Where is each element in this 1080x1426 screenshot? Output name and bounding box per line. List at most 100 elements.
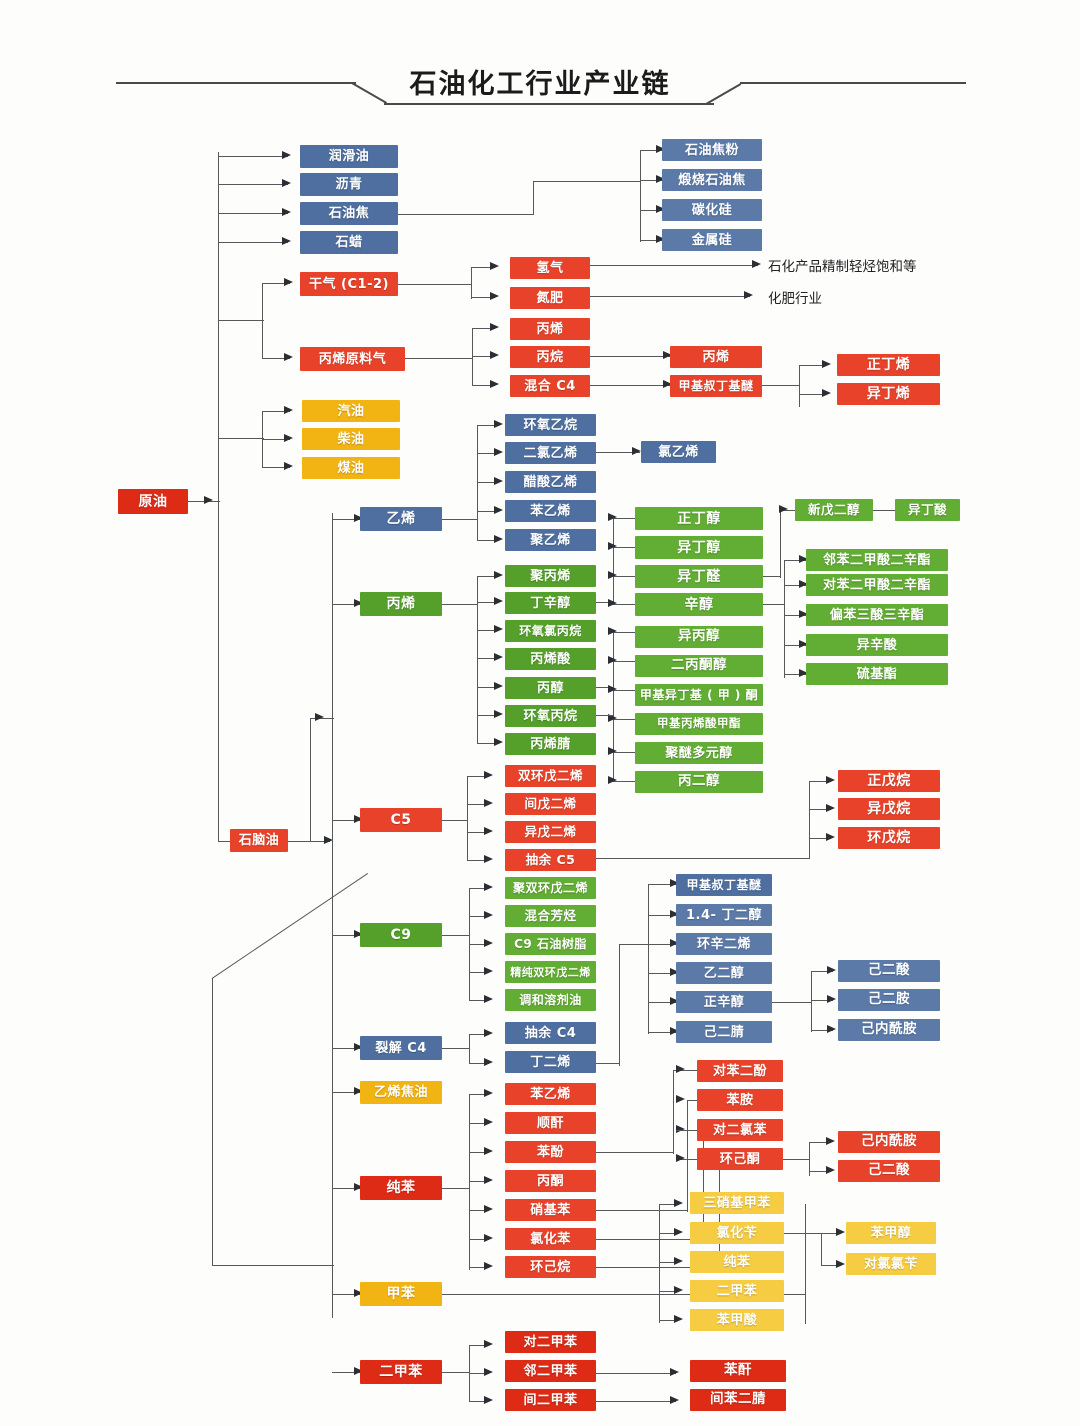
node-calcined-coke[interactable]: 煅烧石油焦 <box>662 169 762 191</box>
node-dichlorobenzene[interactable]: 对二氯苯 <box>697 1119 783 1141</box>
node-acetone[interactable]: 丙酮 <box>505 1170 596 1192</box>
node-acrylonitrile[interactable]: 丙烯腈 <box>505 733 596 755</box>
node-petroleum-coke[interactable]: 石油焦 <box>300 202 398 225</box>
node-polypropylene[interactable]: 聚丙烯 <box>505 565 596 587</box>
node-isopentane[interactable]: 异戊烷 <box>838 798 940 820</box>
node-raffinate-c5[interactable]: 抽余 C5 <box>505 849 596 871</box>
node-styrene-2[interactable]: 苯乙烯 <box>505 1083 596 1105</box>
node-phthalic-anhydride[interactable]: 苯酐 <box>690 1360 786 1382</box>
node-c9-resin[interactable]: C9 石油树脂 <box>505 933 596 955</box>
node-pure-benzene-2[interactable]: 纯苯 <box>690 1251 784 1273</box>
node-mtbe-2[interactable]: 甲基叔丁基醚 <box>676 874 772 896</box>
node-dotp[interactable]: 对苯二甲酸二辛酯 <box>806 574 948 596</box>
node-propane[interactable]: 丙烷 <box>510 346 590 368</box>
node-dicyclopentadiene[interactable]: 双环戊二烯 <box>505 765 596 787</box>
node-toluene[interactable]: 甲苯 <box>360 1282 442 1306</box>
node-mma[interactable]: 甲基丙烯酸甲酯 <box>635 713 763 735</box>
node-propylene-feed-gas[interactable]: 丙烯原料气 <box>300 347 405 371</box>
node-c9[interactable]: C9 <box>360 923 442 947</box>
node-butadiene[interactable]: 丁二烯 <box>505 1051 596 1073</box>
node-dichloroethylene[interactable]: 二氯乙烯 <box>505 442 596 464</box>
node-neopentyl-glycol[interactable]: 新戊二醇 <box>795 499 873 521</box>
node-mixed-c4[interactable]: 混合 C4 <box>510 375 590 397</box>
node-propylene[interactable]: 丙烯 <box>360 592 442 616</box>
node-vinyl-chloride[interactable]: 氯乙烯 <box>641 441 716 463</box>
node-adipic-acid-2[interactable]: 己二酸 <box>838 1160 940 1182</box>
node-isophthalonitrile[interactable]: 间苯二腈 <box>690 1389 786 1411</box>
node-octanol[interactable]: 辛醇 <box>635 593 763 616</box>
node-xylene-2[interactable]: 二甲苯 <box>690 1280 784 1302</box>
node-mibk[interactable]: 甲基异丁基 ( 甲 ) 酮 <box>635 684 763 706</box>
node-n-butene[interactable]: 正丁烯 <box>837 354 940 376</box>
node-maleic-anhydride[interactable]: 顺酐 <box>505 1112 596 1134</box>
node-isobutyric-acid[interactable]: 异丁酸 <box>895 499 960 521</box>
node-caprolactam-2[interactable]: 己内酰胺 <box>838 1131 940 1153</box>
node-propanol[interactable]: 丙醇 <box>505 677 596 699</box>
node-pure-benzene[interactable]: 纯苯 <box>360 1176 442 1200</box>
node-meta-xylene[interactable]: 间二甲苯 <box>505 1389 596 1411</box>
node-mixed-aromatics[interactable]: 混合芳烃 <box>505 905 596 927</box>
node-cyclohexanone[interactable]: 环己酮 <box>697 1148 783 1170</box>
node-cracked-c4[interactable]: 裂解 C4 <box>360 1036 442 1060</box>
node-isobutanol[interactable]: 异丁醇 <box>635 536 763 559</box>
node-acrylic-acid[interactable]: 丙烯酸 <box>505 648 596 670</box>
node-isobutyraldehyde[interactable]: 异丁醛 <box>635 565 763 588</box>
node-naphtha[interactable]: 石脑油 <box>230 829 288 852</box>
node-raffinate-c4[interactable]: 抽余 C4 <box>505 1022 596 1044</box>
node-aniline[interactable]: 苯胺 <box>697 1089 783 1111</box>
node-nitrobenzene[interactable]: 硝基苯 <box>505 1199 596 1221</box>
node-c5[interactable]: C5 <box>360 808 442 832</box>
node-coke-powder[interactable]: 石油焦粉 <box>662 139 762 161</box>
node-crude-oil[interactable]: 原油 <box>118 489 188 514</box>
node-dop[interactable]: 邻苯二甲酸二辛酯 <box>806 549 948 571</box>
node-asphalt[interactable]: 沥青 <box>300 173 398 196</box>
node-styrene[interactable]: 苯乙烯 <box>505 500 596 522</box>
node-polyethylene[interactable]: 聚乙烯 <box>505 529 596 551</box>
node-cyclopentane[interactable]: 环戊烷 <box>838 827 940 849</box>
node-cyclohexane[interactable]: 环己烷 <box>505 1256 596 1278</box>
node-isobutene[interactable]: 异丁烯 <box>837 383 940 405</box>
node-vinyl-acetate[interactable]: 醋酸乙烯 <box>505 471 596 493</box>
node-benzyl-chloride[interactable]: 氯化苄 <box>690 1222 784 1244</box>
node-cyclooctadiene[interactable]: 环辛二烯 <box>676 933 772 955</box>
node-n-butanol[interactable]: 正丁醇 <box>635 507 763 530</box>
node-blend-solvent-oil[interactable]: 调和溶剂油 <box>505 989 596 1011</box>
node-diacetone-alcohol[interactable]: 二丙酮醇 <box>635 655 763 677</box>
node-ortho-xylene[interactable]: 邻二甲苯 <box>505 1360 596 1382</box>
node-isooctanoic-acid[interactable]: 异辛酸 <box>806 634 948 656</box>
node-paraffin[interactable]: 石蜡 <box>300 231 398 254</box>
node-butyl-octanol[interactable]: 丁辛醇 <box>505 592 596 614</box>
node-piperylene[interactable]: 间戊二烯 <box>505 793 596 815</box>
node-para-xylene[interactable]: 对二甲苯 <box>505 1331 596 1353</box>
node-nitrogen-fertilizer[interactable]: 氮肥 <box>510 287 590 309</box>
node-propylene-glycol[interactable]: 丙二醇 <box>635 771 763 793</box>
node-poly-dcpd[interactable]: 聚双环戊二烯 <box>505 877 596 899</box>
node-pure-dcpd[interactable]: 精纯双环戊二烯 <box>505 961 596 983</box>
node-xylene[interactable]: 二甲苯 <box>360 1360 442 1384</box>
node-dry-gas[interactable]: 干气 (C1-2) <box>300 272 398 296</box>
node-isoprene[interactable]: 异戊二烯 <box>505 821 596 843</box>
node-epichlorohydrin[interactable]: 环氧氯丙烷 <box>505 620 596 642</box>
node-adipic-acid[interactable]: 己二酸 <box>838 960 940 982</box>
node-ethylene[interactable]: 乙烯 <box>360 507 442 531</box>
node-n-octanol[interactable]: 正辛醇 <box>676 991 772 1013</box>
node-totm[interactable]: 偏苯三酸三辛酯 <box>806 604 948 626</box>
node-diesel[interactable]: 柴油 <box>302 428 400 450</box>
node-phenol[interactable]: 苯酚 <box>505 1141 596 1163</box>
node-caprolactam[interactable]: 己内酰胺 <box>838 1019 940 1041</box>
node-propylene-oxide[interactable]: 环氧丙烷 <box>505 705 596 727</box>
node-polyether-polyol[interactable]: 聚醚多元醇 <box>635 742 763 764</box>
node-n-pentane[interactable]: 正戊烷 <box>838 770 940 792</box>
node-propylene-2[interactable]: 丙烯 <box>670 346 762 368</box>
node-silicon-carbide[interactable]: 碳化硅 <box>662 199 762 221</box>
node-hexanediamine[interactable]: 己二胺 <box>838 989 940 1011</box>
node-chlorobenzene[interactable]: 氯化苯 <box>505 1228 596 1250</box>
node-isopropanol[interactable]: 异丙醇 <box>635 626 763 648</box>
node-hydroquinone[interactable]: 对苯二酚 <box>697 1060 783 1082</box>
node-adiponitrile[interactable]: 己二腈 <box>676 1021 772 1043</box>
node-ethylene-tar[interactable]: 乙烯焦油 <box>360 1081 442 1104</box>
node-ethylene-oxide[interactable]: 环氧乙烷 <box>505 414 596 436</box>
node-bdo[interactable]: 1.4- 丁二醇 <box>676 904 772 926</box>
node-p-chlorobenzyl-chloride[interactable]: 对氯氯苄 <box>846 1253 936 1275</box>
node-mtbe[interactable]: 甲基叔丁基醚 <box>670 375 762 397</box>
